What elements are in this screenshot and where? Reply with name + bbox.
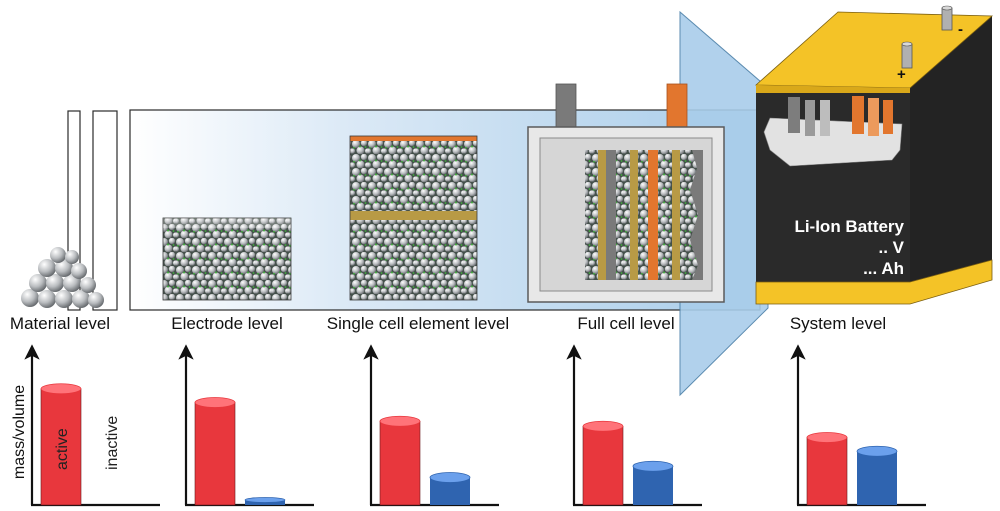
inactive-bar — [632, 460, 674, 505]
active-bar-cap — [379, 415, 421, 427]
single-cell-element-illustration — [349, 135, 478, 301]
copper-collector — [350, 136, 477, 141]
minus-sign: - — [958, 21, 963, 38]
inactive-bar-cap — [244, 497, 286, 503]
battery-title: Li-Ion Battery — [794, 217, 904, 236]
inactive-bar-cap — [632, 460, 674, 472]
battery-right-face — [910, 16, 992, 302]
inactive-bar — [856, 445, 898, 505]
material-level-illustration — [21, 110, 118, 311]
level-label-single-cell: Single cell element level — [327, 314, 509, 333]
cell-tab-negative — [555, 83, 577, 131]
level-label-electrode: Electrode level — [171, 314, 283, 333]
inactive-bar-body — [633, 466, 673, 505]
active-label: active — [54, 428, 71, 470]
active-bar-body — [40, 388, 82, 506]
inactive-bar — [429, 472, 471, 505]
particle-pile — [21, 247, 104, 308]
battery-illustration: + - Li-Ion Battery .. V ... Ah — [754, 5, 994, 305]
inactive-bar-cap — [429, 472, 471, 483]
active-bar — [194, 397, 236, 506]
inactive-bar-body — [857, 451, 897, 505]
active-bar-body — [806, 437, 848, 506]
battery-capacity: ... Ah — [863, 259, 904, 278]
material-column-2 — [92, 110, 118, 311]
anode-layer — [350, 141, 477, 211]
electrode-illustration — [162, 217, 292, 301]
active-bar — [806, 432, 848, 506]
active-bar-body — [582, 425, 624, 506]
bar-chart-2 — [178, 344, 314, 507]
active-bar — [379, 415, 421, 506]
level-label-material: Material level — [10, 314, 110, 333]
full-cell-illustration — [527, 83, 725, 303]
active-bar-cap — [582, 420, 624, 432]
battery-voltage: .. V — [878, 238, 904, 257]
plus-sign: + — [897, 66, 906, 83]
active-bar-cap — [194, 397, 236, 408]
level-label-system: System level — [790, 314, 886, 333]
battery-internals — [763, 96, 903, 167]
inactive-label: inactive — [104, 416, 121, 470]
inactive-bar — [244, 497, 286, 505]
active-bar-body — [194, 402, 236, 506]
bar-chart-5 — [790, 344, 926, 507]
active-bar — [582, 420, 624, 506]
bar-charts: active inactive — [24, 344, 926, 507]
active-bar-cap — [806, 432, 848, 443]
bar-chart-3 — [363, 344, 499, 507]
y-axis-label: mass/volume — [11, 385, 28, 479]
battery-top-face — [754, 11, 994, 89]
bar-chart-4 — [566, 344, 702, 507]
battery-bottom-trim — [755, 259, 993, 305]
cell-tab-positive — [666, 83, 688, 131]
active-bar-cap — [40, 383, 82, 395]
separator-layer — [350, 211, 477, 220]
terminal-negative-icon — [941, 5, 953, 31]
cathode-layer — [350, 220, 477, 300]
level-label-full-cell: Full cell level — [577, 314, 674, 333]
active-bar-body — [379, 420, 421, 506]
inactive-bar-cap — [856, 445, 898, 457]
terminal-positive-icon — [901, 41, 913, 69]
active-bar — [40, 383, 82, 506]
bar-chart-1: active inactive — [24, 344, 160, 507]
